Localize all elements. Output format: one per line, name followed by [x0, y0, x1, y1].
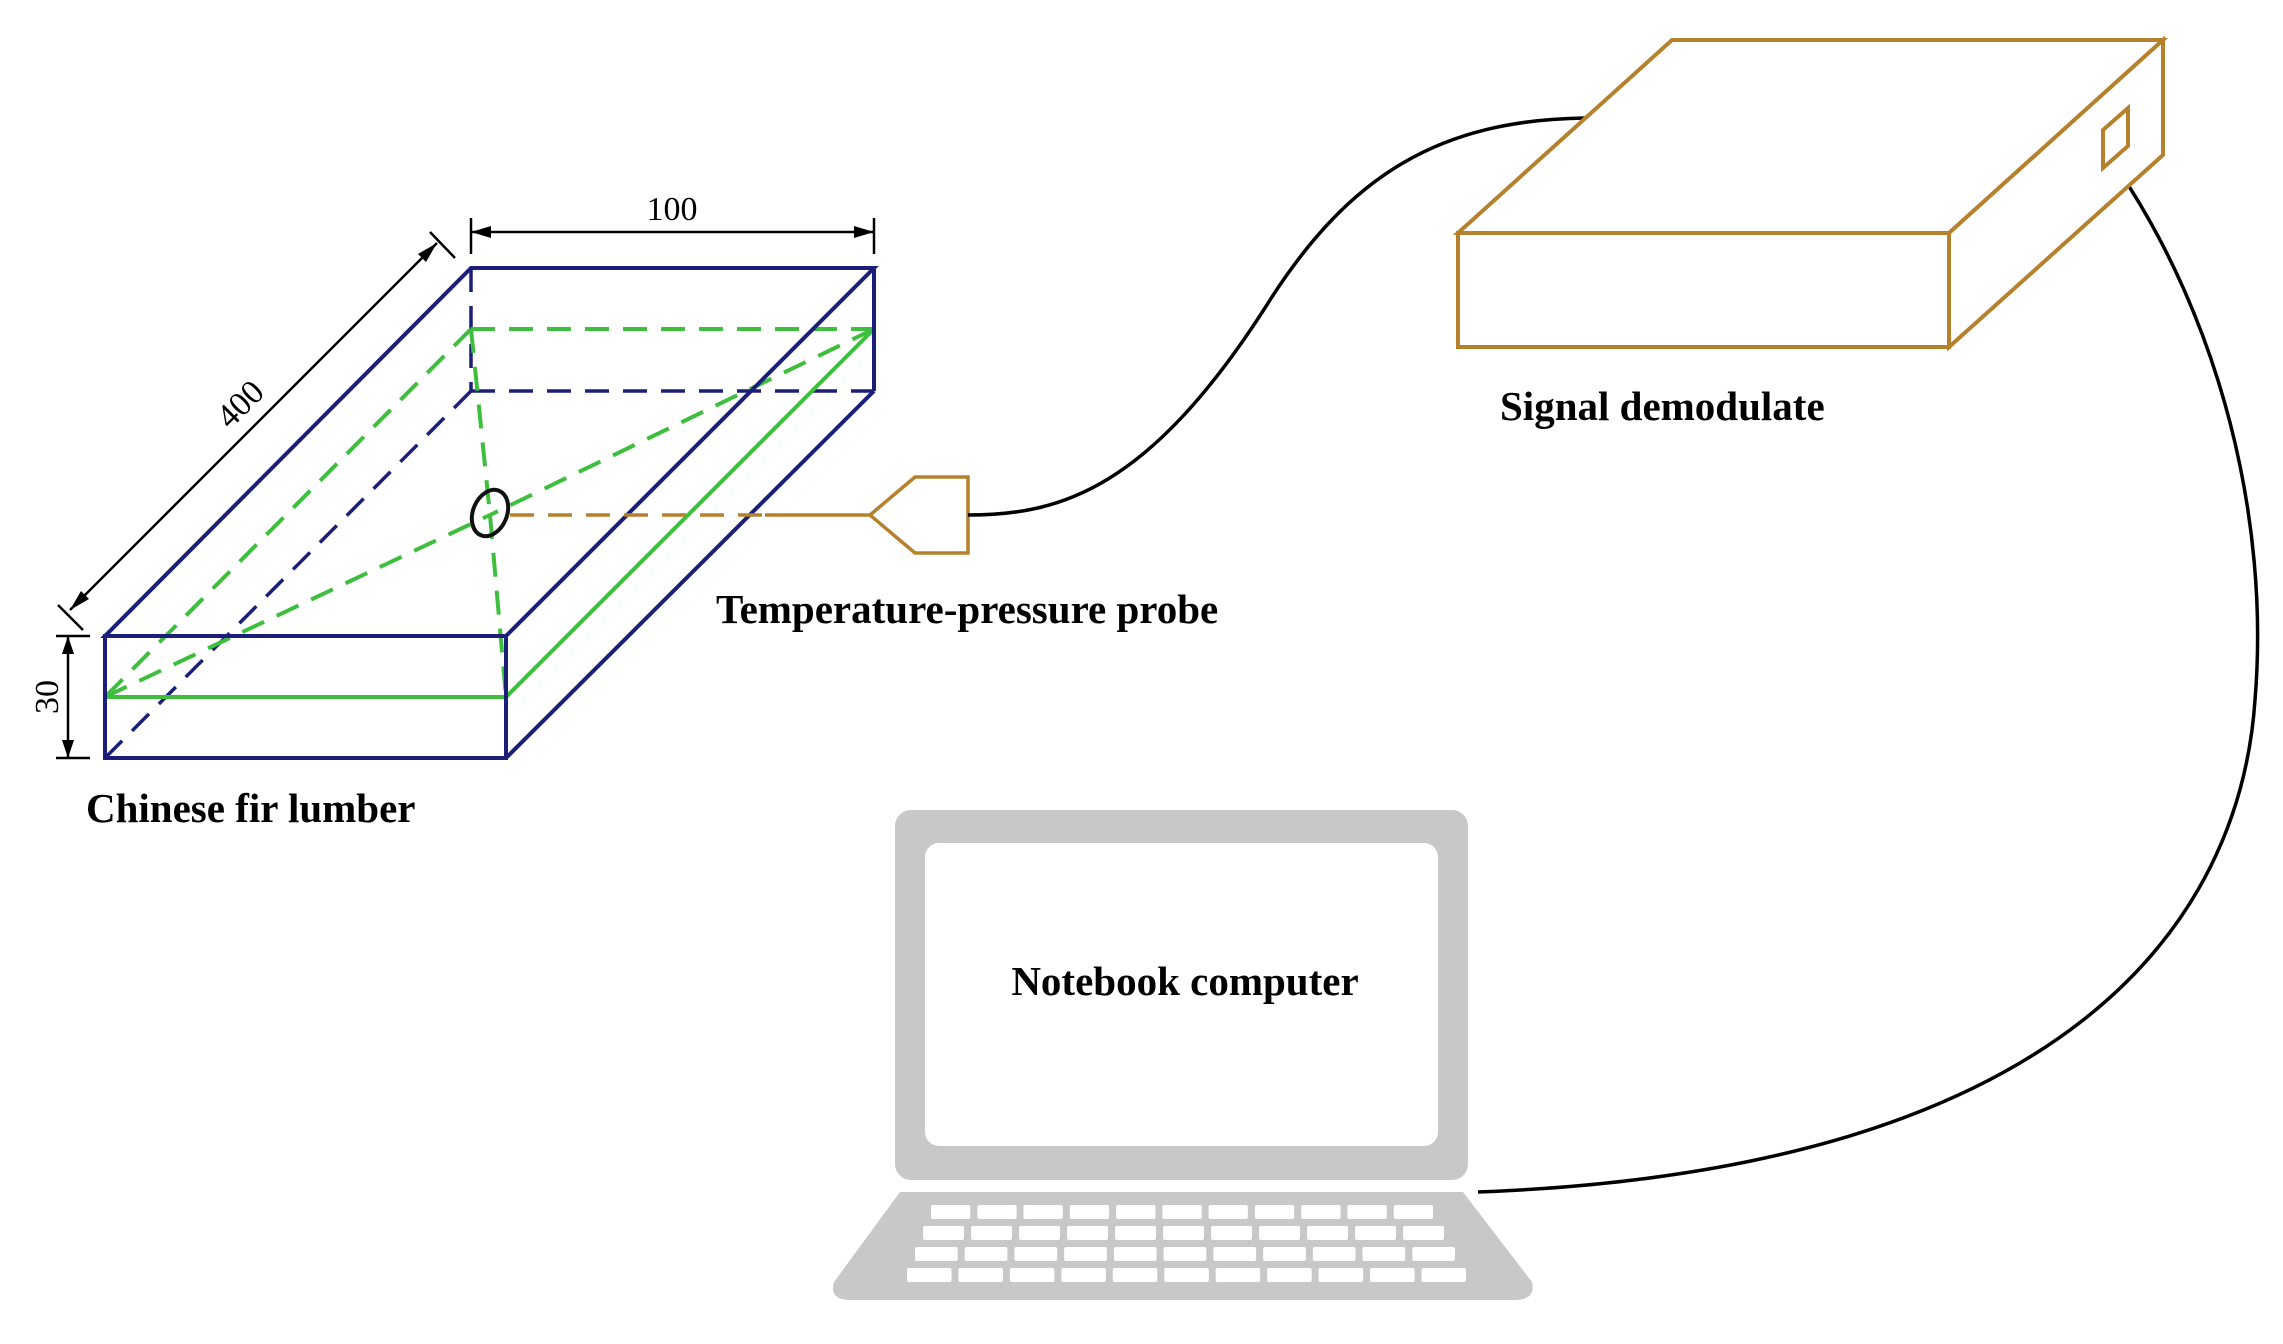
- keyboard-key: [1307, 1226, 1348, 1240]
- dimension-width: [469, 218, 876, 254]
- keyboard-key: [1116, 1205, 1156, 1219]
- keyboard-key: [1267, 1268, 1312, 1282]
- dimension-length-label: 400: [209, 373, 271, 435]
- keyboard-key: [1019, 1226, 1060, 1240]
- keyboard-key: [1163, 1226, 1204, 1240]
- dimension-thickness: [56, 634, 90, 760]
- laptop-icon: [833, 810, 1533, 1300]
- keyboard-key: [1163, 1247, 1207, 1261]
- keyboard-key: [1403, 1226, 1444, 1240]
- keyboard-key: [1069, 1205, 1110, 1219]
- lumber-midplane-edges: [105, 327, 876, 699]
- probe: [510, 475, 970, 555]
- keyboard-key: [1061, 1268, 1106, 1282]
- keyboard-key: [977, 1205, 1017, 1219]
- keyboard-key: [1162, 1205, 1202, 1219]
- keyboard-key: [1263, 1247, 1306, 1261]
- label-chinese-fir-lumber: Chinese fir lumber: [86, 785, 416, 831]
- cable-demodulator-to-laptop: [1477, 167, 2260, 1194]
- keyboard-key: [1064, 1247, 1107, 1261]
- sensor-hole: [469, 487, 511, 539]
- laptop-screen: [925, 843, 1438, 1146]
- keyboard-key: [1318, 1268, 1364, 1282]
- keyboard-key: [1362, 1247, 1406, 1261]
- laptop-keyboard: [907, 1205, 1466, 1282]
- keyboard-key: [1215, 1268, 1261, 1282]
- keyboard-key: [1208, 1205, 1248, 1219]
- keyboard-key: [1113, 1247, 1157, 1261]
- keyboard-key: [1421, 1268, 1466, 1282]
- keyboard-key: [958, 1268, 1003, 1282]
- label-signal-demodulate: Signal demodulate: [1500, 383, 1825, 429]
- lumber-visible-edges: [100, 266, 879, 760]
- keyboard-key: [1312, 1247, 1356, 1261]
- keyboard-key: [1211, 1226, 1252, 1240]
- keyboard-key: [964, 1247, 1008, 1261]
- keyboard-key: [1115, 1226, 1156, 1240]
- keyboard-key: [1067, 1226, 1108, 1240]
- keyboard-key: [1009, 1268, 1055, 1282]
- label-notebook-computer: Notebook computer: [1011, 958, 1358, 1004]
- signal-demodulator: [1452, 35, 2169, 352]
- keyboard-key: [915, 1247, 958, 1261]
- keyboard-key: [1412, 1247, 1455, 1261]
- lumber-hidden-edges: [103, 268, 874, 760]
- dimension-width-label: 100: [647, 191, 698, 228]
- keyboard-key: [1112, 1268, 1158, 1282]
- keyboard-key: [1347, 1205, 1387, 1219]
- keyboard-key: [1164, 1268, 1209, 1282]
- keyboard-key: [1254, 1205, 1295, 1219]
- keyboard-key: [1259, 1226, 1300, 1240]
- keyboard-key: [1355, 1226, 1396, 1240]
- keyboard-key: [923, 1226, 964, 1240]
- keyboard-key: [1023, 1205, 1063, 1219]
- keyboard-key: [971, 1226, 1012, 1240]
- keyboard-key: [1393, 1205, 1433, 1219]
- keyboard-key: [907, 1268, 952, 1282]
- label-temperature-pressure-probe: Temperature-pressure probe: [716, 586, 1218, 632]
- keyboard-key: [931, 1205, 971, 1219]
- keyboard-key: [1370, 1268, 1415, 1282]
- keyboard-key: [1014, 1247, 1058, 1261]
- demodulator-port: [2101, 103, 2130, 173]
- cable-probe-to-demodulator: [967, 116, 1586, 517]
- dimension-thickness-label: 30: [29, 680, 66, 714]
- keyboard-key: [1301, 1205, 1341, 1219]
- probe-head: [867, 475, 970, 555]
- lumber-box: [100, 266, 879, 760]
- keyboard-key: [1213, 1247, 1257, 1261]
- dimension-length: [57, 231, 456, 631]
